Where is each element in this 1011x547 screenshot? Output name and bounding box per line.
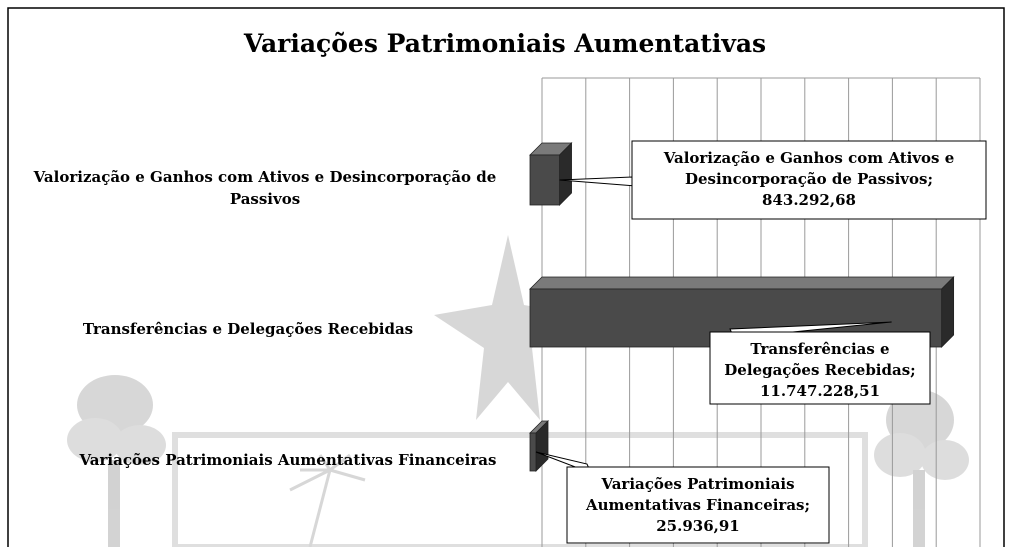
bar-side — [941, 276, 955, 348]
bar-top — [529, 276, 955, 290]
data-label-box — [709, 331, 931, 405]
bar — [529, 432, 537, 472]
data-label: 25.936,91 — [656, 517, 740, 535]
data-label: 11.747.228,51 — [760, 382, 880, 400]
tree-watermark-right — [874, 390, 969, 547]
data-label: 843.292,68 — [762, 191, 856, 209]
data-label-box — [566, 466, 830, 544]
star-watermark — [434, 235, 582, 420]
data-label: Desincorporação de Passivos; — [685, 170, 933, 188]
data-label: Variações Patrimoniais — [600, 475, 794, 493]
bar — [529, 154, 560, 206]
data-label: Delegações Recebidas; — [724, 361, 915, 379]
category-label: Passivos — [230, 190, 300, 208]
palm-watermark — [172, 432, 868, 547]
data-label: Valorização e Ganhos com Ativos e — [663, 149, 955, 167]
category-label: Variações Patrimoniais Aumentativas Fina… — [79, 451, 497, 469]
data-label: Aumentativas Financeiras; — [585, 496, 810, 514]
category-label: Valorização e Ganhos com Ativos e Desinc… — [33, 168, 497, 186]
chart-title: Variações Patrimoniais Aumentativas — [243, 29, 766, 58]
tree-watermark-left — [67, 375, 166, 547]
plot-area: Valorização e Ganhos com Ativos e Desinco… — [33, 77, 987, 547]
data-label-box — [631, 140, 987, 220]
data-label: Transferências e — [750, 340, 889, 358]
category-label: Transferências e Delegações Recebidas — [83, 320, 413, 338]
